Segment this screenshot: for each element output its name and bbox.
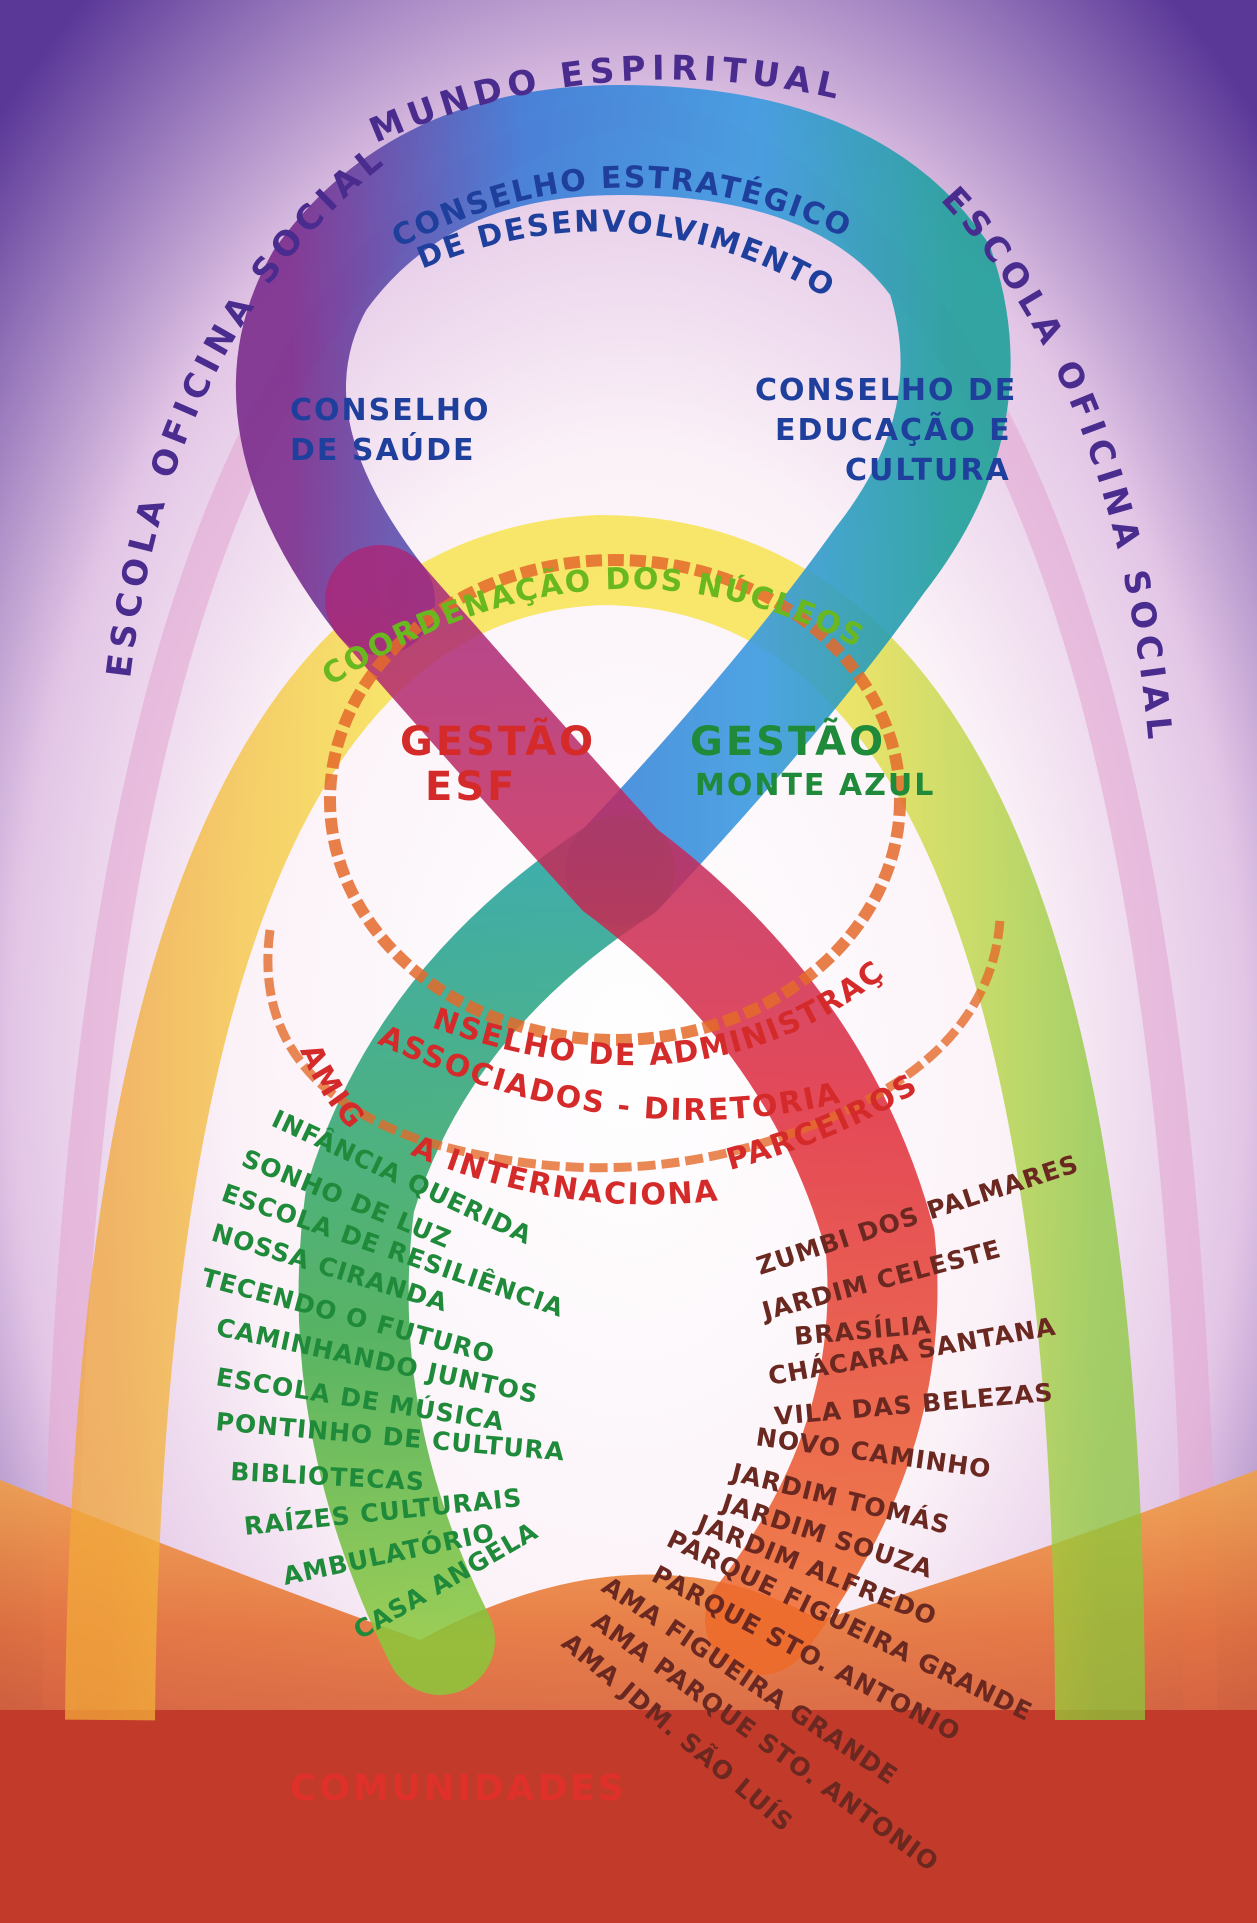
label-gestao-monte-2: MONTE AZUL bbox=[695, 768, 935, 803]
label-conselho-saude-2: DE SAÚDE bbox=[290, 431, 476, 468]
communities-band bbox=[0, 1710, 1257, 1923]
label-conselho-educacao-2: EDUCAÇÃO E bbox=[775, 411, 1012, 448]
label-comunidades: COMUNIDADES bbox=[290, 1768, 627, 1809]
label-gestao-monte-1: GESTÃO bbox=[690, 716, 886, 765]
label-conselho-educacao-3: CULTURA bbox=[845, 453, 1011, 488]
label-conselho-educacao-1: CONSELHO DE bbox=[755, 373, 1017, 408]
label-gestao-esf-2: ESF bbox=[425, 764, 517, 810]
label-conselho-saude-1: CONSELHO bbox=[290, 393, 490, 428]
label-gestao-esf-1: GESTÃO bbox=[400, 716, 596, 765]
